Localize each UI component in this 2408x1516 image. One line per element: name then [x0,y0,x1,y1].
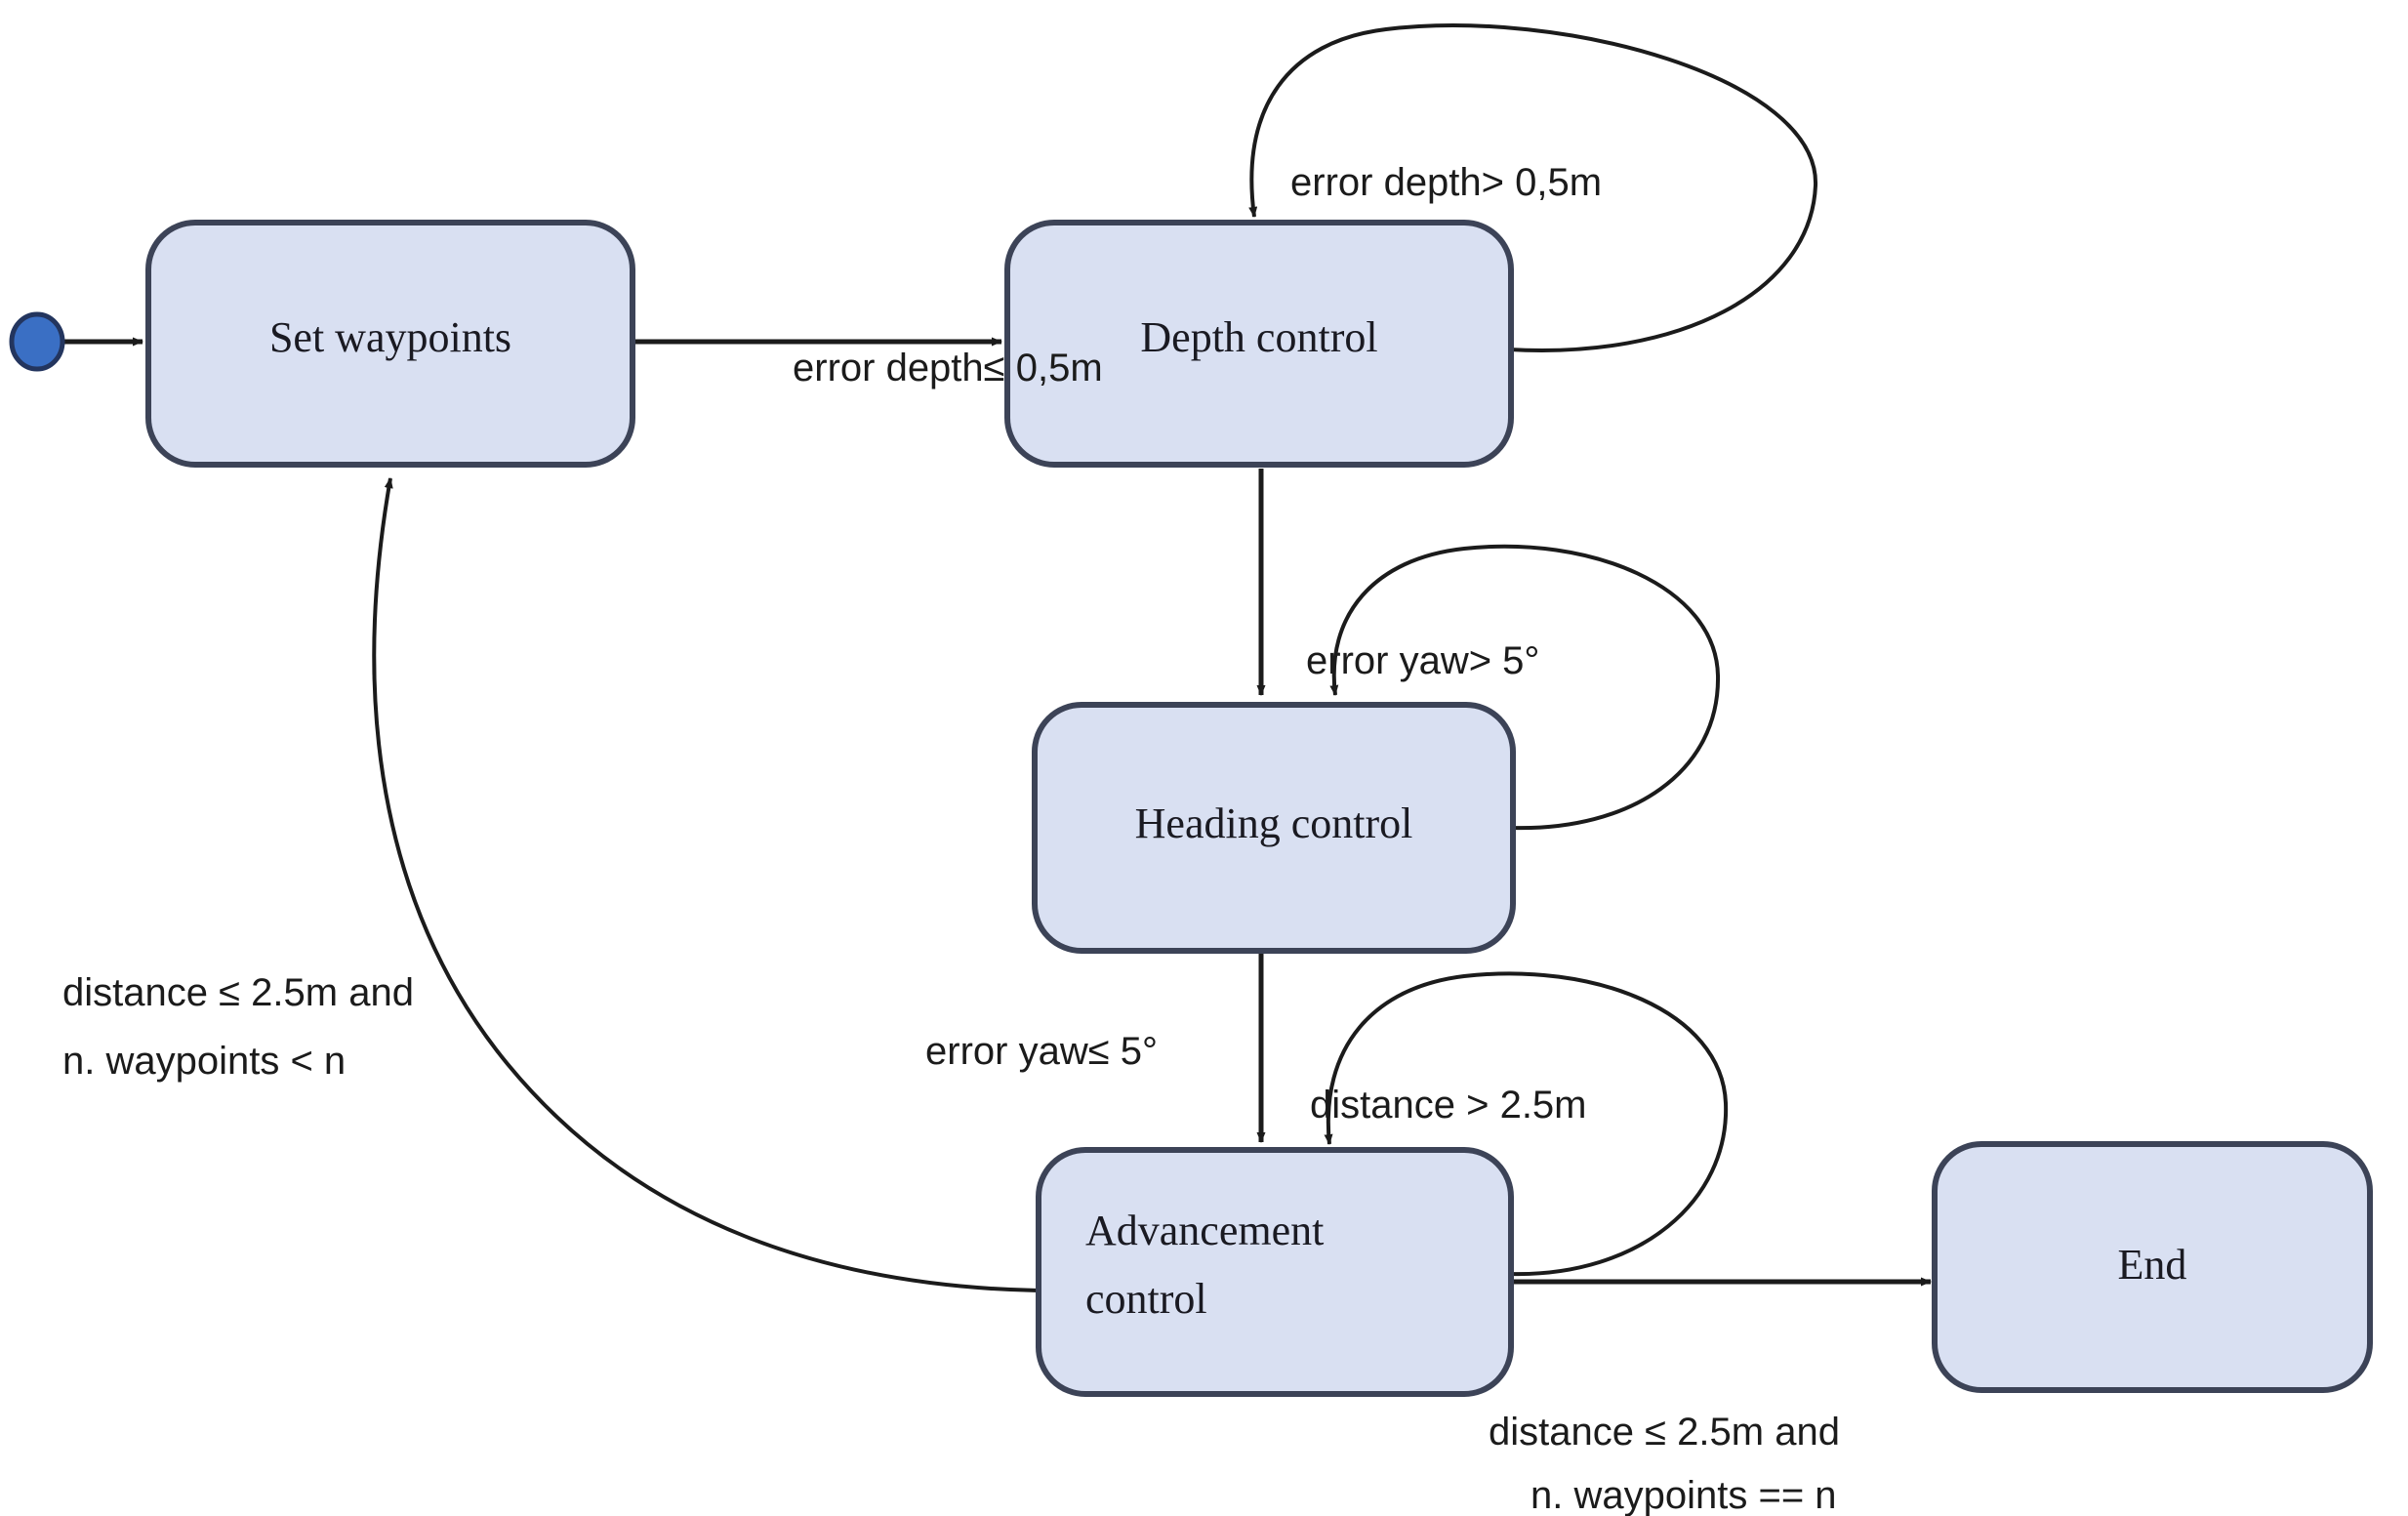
state-label-set-waypoints: Set waypoints [269,313,511,361]
edge-advancement-control-self-loop [1324,971,1729,1277]
edge-label-advancement-to-end-line1: distance ≤ 2.5m and [1489,1411,1840,1454]
state-label-advancement-control-line2: control [1085,1275,1207,1323]
edge-heading-control-self-loop [1329,544,1721,831]
state-node-depth-control[interactable]: Depth control [1004,220,1514,468]
edge-advancement-control-to-set-waypoints [372,477,1040,1292]
state-label-depth-control: Depth control [1140,313,1377,361]
state-label-advancement-control-line1: Advancement [1085,1207,1324,1254]
edge-label-heading-to-advancement: error yaw≤ 5° [925,1030,1158,1073]
edge-label-advancement-to-set-line1: distance ≤ 2.5m and [62,971,414,1014]
edge-label-advancement-to-set-line2: n. waypoints < n [62,1040,346,1083]
state-label-heading-control: Heading control [1135,799,1413,847]
edge-label-advancement-to-end-line2: n. waypoints == n [1531,1474,1837,1516]
edge-depth-control-self-loop [1248,23,1818,352]
state-node-set-waypoints[interactable]: Set waypoints [145,220,635,468]
edge-label-heading-self-loop: error yaw> 5° [1306,639,1539,682]
start-node[interactable] [9,311,65,372]
state-node-heading-control[interactable]: Heading control [1032,702,1516,954]
state-label-end: End [2118,1241,2187,1289]
edge-label-advancement-self-loop: distance > 2.5m [1310,1084,1587,1127]
edge-label-depth-self-loop: error depth> 0,5m [1290,161,1602,204]
edge-label-depth-to-heading: error depth≤ 0,5m [793,347,1103,389]
state-node-end[interactable]: End [1932,1141,2373,1393]
state-node-advancement-control[interactable]: Advancement control [1036,1147,1514,1397]
